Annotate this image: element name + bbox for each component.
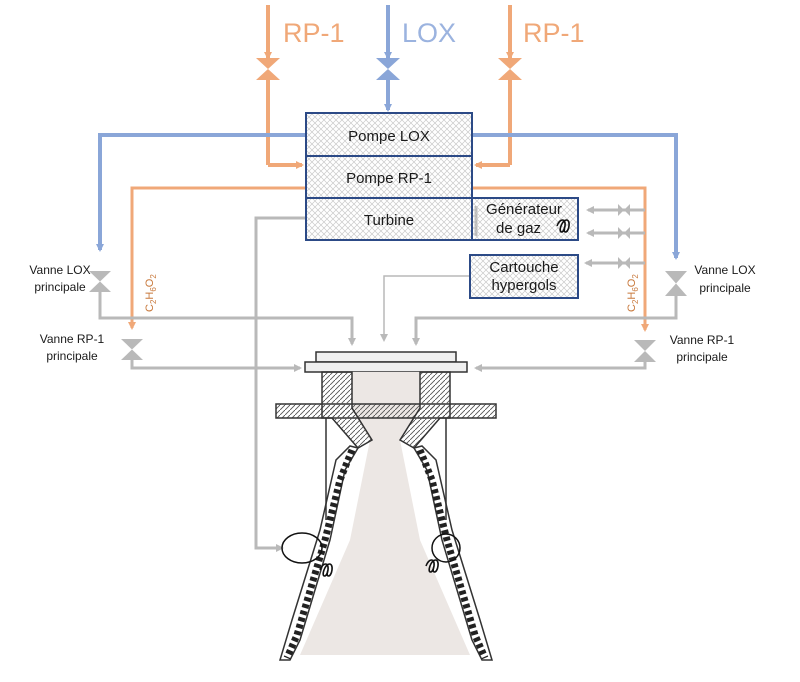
chamber-wall-right [398,371,451,449]
gas-generator-label-2: de gaz [496,220,541,237]
lox-distribution [96,133,680,260]
chem-left-c: C [144,304,156,312]
rp1-right-valve-label-1: Vanne RP-1 [670,333,735,347]
cartridge-label-1: Cartouche [489,259,558,276]
lox-right-main-valve [665,271,687,296]
turbine-label: Turbine [364,212,414,229]
cartridge-box [469,254,579,299]
nozzle-tubes-left [283,448,356,660]
turbine-exhaust-line [254,216,306,552]
inlet-valves [256,58,522,80]
chem-right-h-sub: 6 [631,287,640,292]
cartridge-to-injector [380,275,470,342]
lox-inlet-label: LOX [402,18,456,48]
nozzle-wall-left-outline [278,445,360,661]
rp1-right-main-valve [634,340,656,362]
igniter-coil-left-icon [319,563,333,577]
engine-body [275,351,497,661]
lox-left-to-injector [98,292,356,346]
chem-left-o: O [144,278,156,287]
rp1-right-to-injector [474,362,647,372]
chamber-flange [275,403,497,419]
chamber-interior [300,372,470,655]
svg-text:C2H6O2: C2H6O2 [626,274,640,312]
lox-left-valve-label-1: Vanne LOX [29,263,90,277]
cartridge-label-2: hypergols [491,277,556,294]
main-valves [89,271,687,362]
heat-exchanger-loop-right [431,533,461,563]
valve-labels: Vanne LOX principale Vanne RP-1 principa… [29,263,755,364]
gas-generator-box [471,197,579,241]
pump-rp1-box [305,155,473,199]
rp1-left-valve-label-1: Vanne RP-1 [40,332,105,346]
turbopump-assembly: Pompe LOX Pompe RP-1 Turbine Générateur … [305,112,579,241]
pump-rp1-label: Pompe RP-1 [346,170,432,187]
rp1-left-line [128,186,306,330]
rp1-left-inlet-valve [256,58,280,80]
chem-left-c-sub: 2 [149,299,158,304]
gas-generator-label-1: Générateur [486,201,562,218]
igniter-coil-right-icon [425,559,439,573]
heat-exchanger-loop-left [281,532,323,564]
lox-right-to-injector [412,296,678,346]
lox-right-valve-label-2: principale [699,281,751,295]
gg-lower-valve [618,227,630,239]
chem-label-right: C2H6O2 [626,274,640,312]
pump-lox-label: Pompe LOX [348,128,430,145]
rp1-left-main-valve [121,339,143,360]
injector-bottom-plate [304,361,468,373]
igniter-coil-icon [556,219,570,233]
gg-upper-valve [618,204,630,216]
chem-right-o: O [626,278,638,287]
inlet-lines [264,5,514,169]
rp1-right-inlet-label: RP-1 [523,18,585,48]
rp1-right-valve-label-2: principale [676,350,728,364]
lox-left-line [96,133,306,252]
chem-right-c-sub: 2 [631,299,640,304]
rp1-left-to-injector [130,360,302,372]
svg-text:C2H6O2: C2H6O2 [144,274,158,312]
lox-right-valve-label-1: Vanne LOX [694,263,755,277]
pump-lox-box [305,112,473,157]
chem-right-o-sub: 2 [631,274,640,279]
chem-right-c: C [626,304,638,312]
chem-left-h-sub: 6 [149,287,158,292]
rp1-right-line [472,186,649,332]
chem-label-left: C2H6O2 [144,274,158,312]
gg-feed-valves [618,204,630,269]
chem-left-h: H [144,292,156,300]
rp1-left-valve-label-2: principale [46,349,98,363]
lox-left-valve-label-2: principale [34,280,86,294]
lox-right-line [472,133,680,260]
rp1-right-inlet-valve [498,58,522,80]
injector-top-plate [315,351,457,363]
nozzle-wall-right-outline [412,445,494,661]
cartridge-valve [618,257,630,269]
nozzle-tubes-right [416,448,489,660]
chem-right-h: H [626,292,638,300]
chem-left-o-sub: 2 [149,274,158,279]
lox-inlet-valve [376,58,400,80]
lox-left-main-valve [89,271,111,292]
rp1-left-inlet-label: RP-1 [283,18,345,48]
chamber-wall-left [321,371,374,449]
